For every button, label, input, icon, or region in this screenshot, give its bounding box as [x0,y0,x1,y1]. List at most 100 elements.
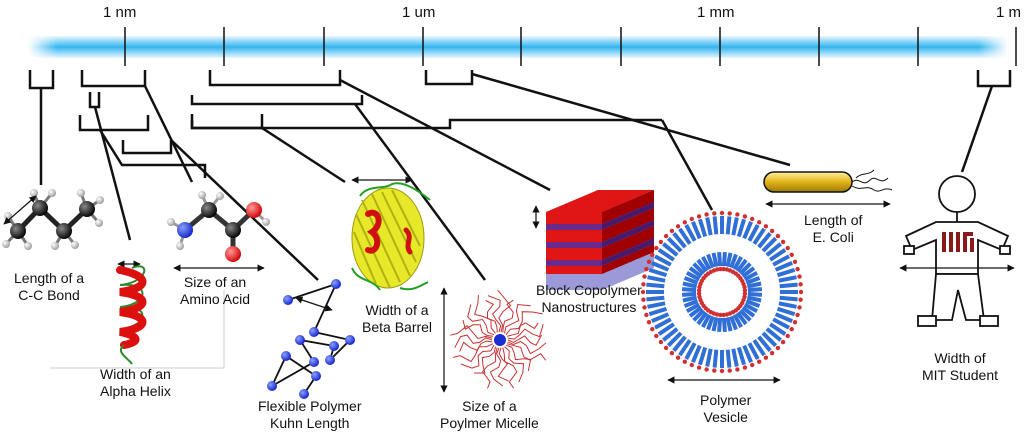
vesicle-head [775,345,781,351]
vesicle-lipid [725,349,732,368]
vesicle-head [641,297,646,302]
micelle-arm [474,294,496,334]
vesicle-lipid [657,248,675,262]
vesicle-lipid [774,261,793,272]
vesicle-lipid [654,254,672,267]
vesicle-lipid [721,317,727,333]
vesicle-head [735,367,740,372]
vesicle-head [650,327,655,332]
vesicle-head [682,359,687,364]
vesicle-lipid [735,311,748,326]
vesicle-lipid [651,261,670,272]
vesicle-lipid [742,221,753,240]
vesicle-lipid [682,281,698,289]
vesicle-lipid [772,254,790,267]
vesicle-lipid [685,302,701,313]
vesicle-head [769,228,775,234]
vesicle-head [721,312,726,318]
vesicle-head [714,267,720,272]
vesicle-lipid [688,306,703,318]
vesicle-head [669,350,675,356]
micelle-arm [507,324,544,340]
ecoli-graphic [763,169,893,208]
scale-label-1nm: 1 nm [103,4,137,21]
micelle-graphic [440,287,547,393]
vesicle-head [697,294,702,300]
vesicle-lipid [729,253,738,269]
vesicle-lipid [685,271,701,282]
vesicle-head [718,266,723,272]
vesicle-lipid [738,262,752,276]
label-line: Nanostructures [541,299,637,315]
vesicle-lipid [746,295,762,303]
label-line: Kuhn Length [270,415,350,431]
vesicle-head [663,345,669,351]
vesicle-head [742,284,747,290]
label-line: Flexible Polymer [258,398,362,414]
label-line: Width of an [100,366,171,382]
vesicle-lipid [654,317,672,330]
vesicle-lipid [701,313,712,329]
vesicle-lipid [651,312,670,323]
label-line: E. Coli [812,229,854,245]
vesicle-head [789,327,794,332]
scale-ticks [124,27,1017,66]
vesicle-head [644,266,649,272]
vesicle-lipid [725,216,732,235]
micelle-arm [506,343,547,361]
vesicle-head [795,312,800,318]
label-line: Alpha Helix [100,383,171,399]
vesicle-head [724,312,730,317]
label-line: Polymer [700,392,752,408]
vesicle-head [704,367,709,372]
vesicle-lipid [725,316,733,332]
vesicle-head [735,212,740,217]
mit-student-graphic [899,175,1015,327]
vesicle-lipid [765,327,782,342]
vesicle-lipid [647,275,666,283]
vesicle-lipid [682,295,698,303]
vesicle-head [721,266,726,272]
vesicle-head [792,259,798,264]
label-line: Size of a [462,398,517,414]
micelle-arm [505,344,532,372]
vesicle-lipid [747,342,760,360]
micelle-arm [504,346,525,383]
micelle-arm [467,304,495,336]
scale-bar [28,36,1008,58]
micelle-arm [450,325,493,340]
vesicle-lipid [712,349,719,368]
vesicle-lipid [746,281,762,289]
vesicle-lipid [778,275,797,283]
vesicle-lipid [747,287,763,293]
vesicle-head [775,233,781,239]
vesicle-lipid [662,327,679,342]
vesicle-lipid [731,348,739,367]
vesicle-lipid [666,331,683,348]
vesicle-lipid [684,224,697,242]
vesicle-lipid [752,339,766,357]
micelle-arm [507,334,543,346]
vesicle-lipid [736,346,747,366]
vesicle-lipid [745,276,761,285]
vesicle-lipid [711,316,719,332]
vesicle-lipid [711,252,719,268]
vesicle-lipid [697,218,708,238]
vesicle-lipid [736,218,747,238]
vesicle-lipid [765,242,782,257]
vesicle-head [798,289,804,295]
vesicle-lipid [696,311,709,326]
vesicle-lipid [681,287,697,293]
vesicle-lipid [738,308,752,322]
label-line: Length of [804,212,863,228]
vesicle-lipid [743,302,759,313]
vesicle-head [792,320,798,325]
label-line: Vesicle [703,409,748,425]
vesicle-lipid [647,301,666,309]
vesicle-head [727,211,732,216]
vesicle-head [663,233,669,239]
